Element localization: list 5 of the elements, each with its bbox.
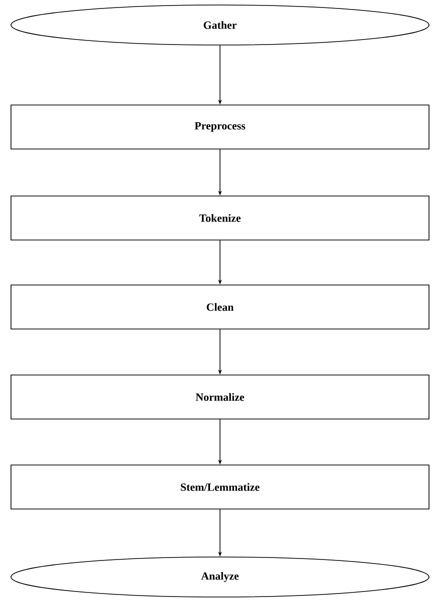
process-box: Clean xyxy=(10,284,430,330)
process-box: Tokenize xyxy=(10,196,430,240)
process-box: Stem/Lemmatize xyxy=(10,464,430,510)
process-box: Normalize xyxy=(10,374,430,420)
process-box: Preprocess xyxy=(10,104,430,150)
